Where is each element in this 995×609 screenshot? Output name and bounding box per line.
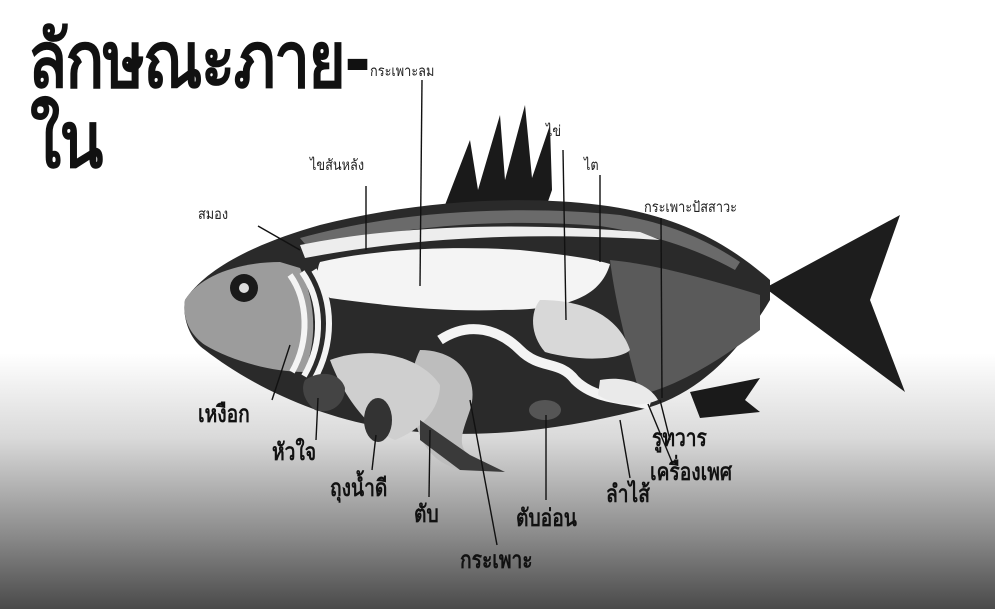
label-stomach: กระเพาะ — [460, 548, 533, 572]
label-liver: ตับ — [414, 502, 439, 526]
label-genital-organ: เครื่องเพศ — [650, 460, 732, 484]
tail-fin — [765, 215, 905, 392]
label-urinary-bladder: กระเพาะปัสสาวะ — [644, 200, 737, 215]
pancreas-shape — [529, 400, 561, 420]
label-gall-bladder: ถุงน้ำดี — [330, 476, 387, 500]
label-pancreas: ตับอ่อน — [516, 506, 577, 530]
label-egg: ไข่ — [546, 124, 561, 139]
label-intestine: ลำไส้ — [606, 482, 650, 506]
dorsal-fin — [445, 105, 552, 210]
label-heart: หัวใจ — [272, 440, 316, 464]
anal-fin — [690, 378, 760, 418]
diagram-title-line1: ลักษณะภาย- — [28, 22, 369, 100]
label-brain: สมอง — [198, 207, 228, 222]
label-gill: เหงือก — [198, 402, 250, 426]
label-anus: รูทวาร — [652, 426, 707, 450]
diagram-title-line2: ใน — [30, 102, 102, 180]
gall-bladder-shape — [364, 398, 392, 442]
label-spinal-cord: ไขสันหลัง — [310, 158, 364, 173]
label-kidney: ไต — [584, 158, 599, 173]
label-swim-bladder: กระเพาะลม — [370, 64, 434, 79]
